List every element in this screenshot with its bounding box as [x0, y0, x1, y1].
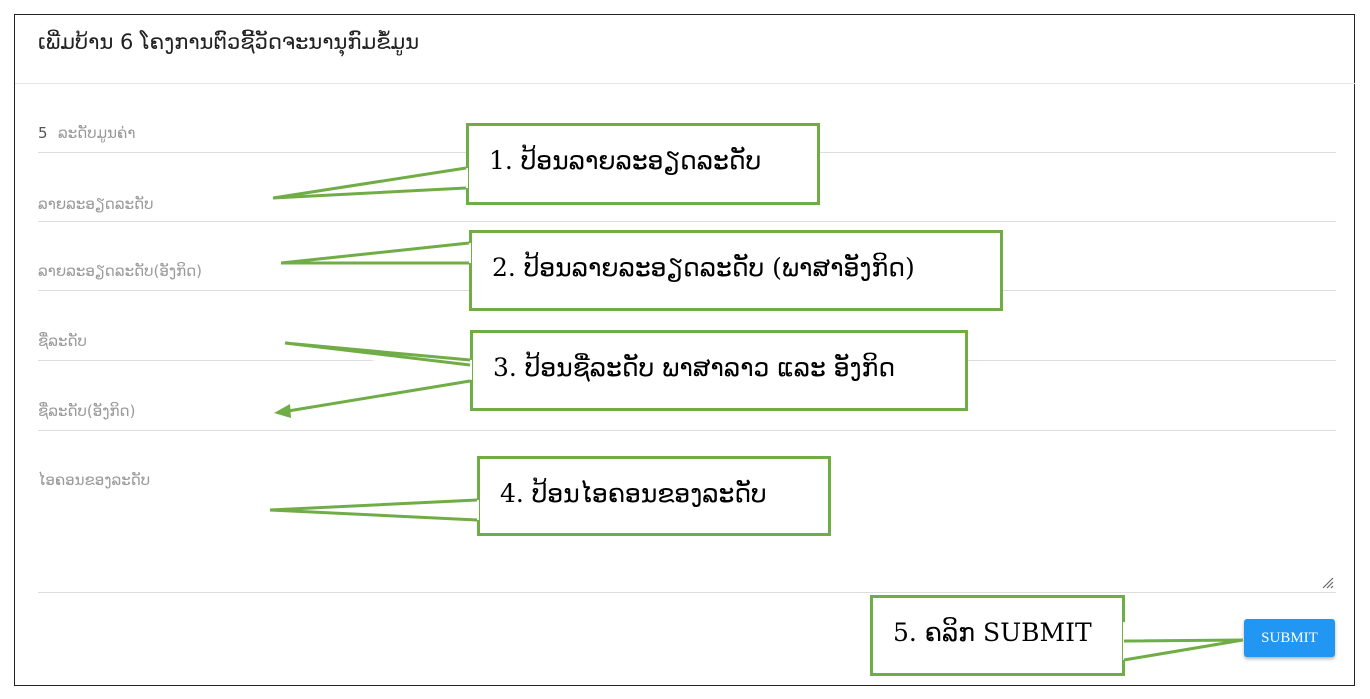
field-label: ລະດັບມູນຄ່າ [58, 124, 136, 142]
callout-text: 4. ປ້ອນໄອຄອນຂອງລະດັບ [500, 479, 767, 508]
resize-handle-icon[interactable] [1320, 575, 1334, 589]
submit-button[interactable]: SUBMIT [1244, 619, 1335, 657]
field-label: ລາຍລະອຽດລະດັບ [38, 195, 154, 213]
pointer-4 [269, 498, 478, 522]
field-label: ຊື່ລະດັບ(ອັງກິດ) [38, 402, 136, 420]
level-description-input[interactable]: ລາຍລະອຽດລະດັບ [38, 187, 1336, 222]
arrowhead-icon [274, 404, 291, 418]
pointer-3a [284, 341, 471, 367]
callout-box-5: 5. ຄລິກ SUBMIT [870, 595, 1125, 676]
form-card [14, 14, 1355, 686]
callout-box-1: 1. ປ້ອນລາຍລະອຽດລະດັບ [466, 123, 820, 205]
header-divider [15, 83, 1355, 84]
field-label: ລາຍລະອຽດລະດັບ(ອັງກິດ) [38, 262, 203, 280]
field-label: ໄອຄອນຂອງລະດັບ [38, 471, 151, 489]
callout-text: 5. ຄລິກ SUBMIT [893, 618, 1092, 647]
level-icon-textarea[interactable]: ໄອຄອນຂອງລະດັບ [38, 465, 1336, 593]
pointer-2 [280, 241, 470, 265]
callout-text: 3. ປ້ອນຊື່ລະດັບ ພາສາລາວ ແລະ ອັງກິດ [493, 353, 896, 382]
pointer-1 [272, 166, 467, 200]
callout-box-2: 2. ປ້ອນລາຍລະອຽດລະດັບ (ພາສາອັງກິດ) [469, 230, 1003, 311]
pointer-5 [1123, 638, 1244, 662]
callout-box-3: 3. ປ້ອນຊື່ລະດັບ ພາສາລາວ ແລະ ອັງກິດ [470, 330, 968, 411]
callout-text: 2. ປ້ອນລາຍລະອຽດລະດັບ (ພາສາອັງກິດ) [492, 253, 915, 282]
callout-box-4: 4. ປ້ອນໄອຄອນຂອງລະດັບ [477, 456, 831, 536]
callout-text: 1. ປ້ອນລາຍລະອຽດລະດັບ [489, 146, 762, 175]
page-title: ເພີ່ມບ້ານ 6 ໂຄງການຕົວຊີ້ວັດຈະນານຸກົມຂໍ້ມ… [38, 30, 420, 54]
field-value: 5 [38, 124, 48, 142]
pointer-3b [287, 379, 471, 413]
field-label: ຊື່ລະດັບ [38, 332, 87, 350]
level-name-en-input[interactable]: ຊື່ລະດັບ(ອັງກິດ) [38, 396, 1336, 431]
